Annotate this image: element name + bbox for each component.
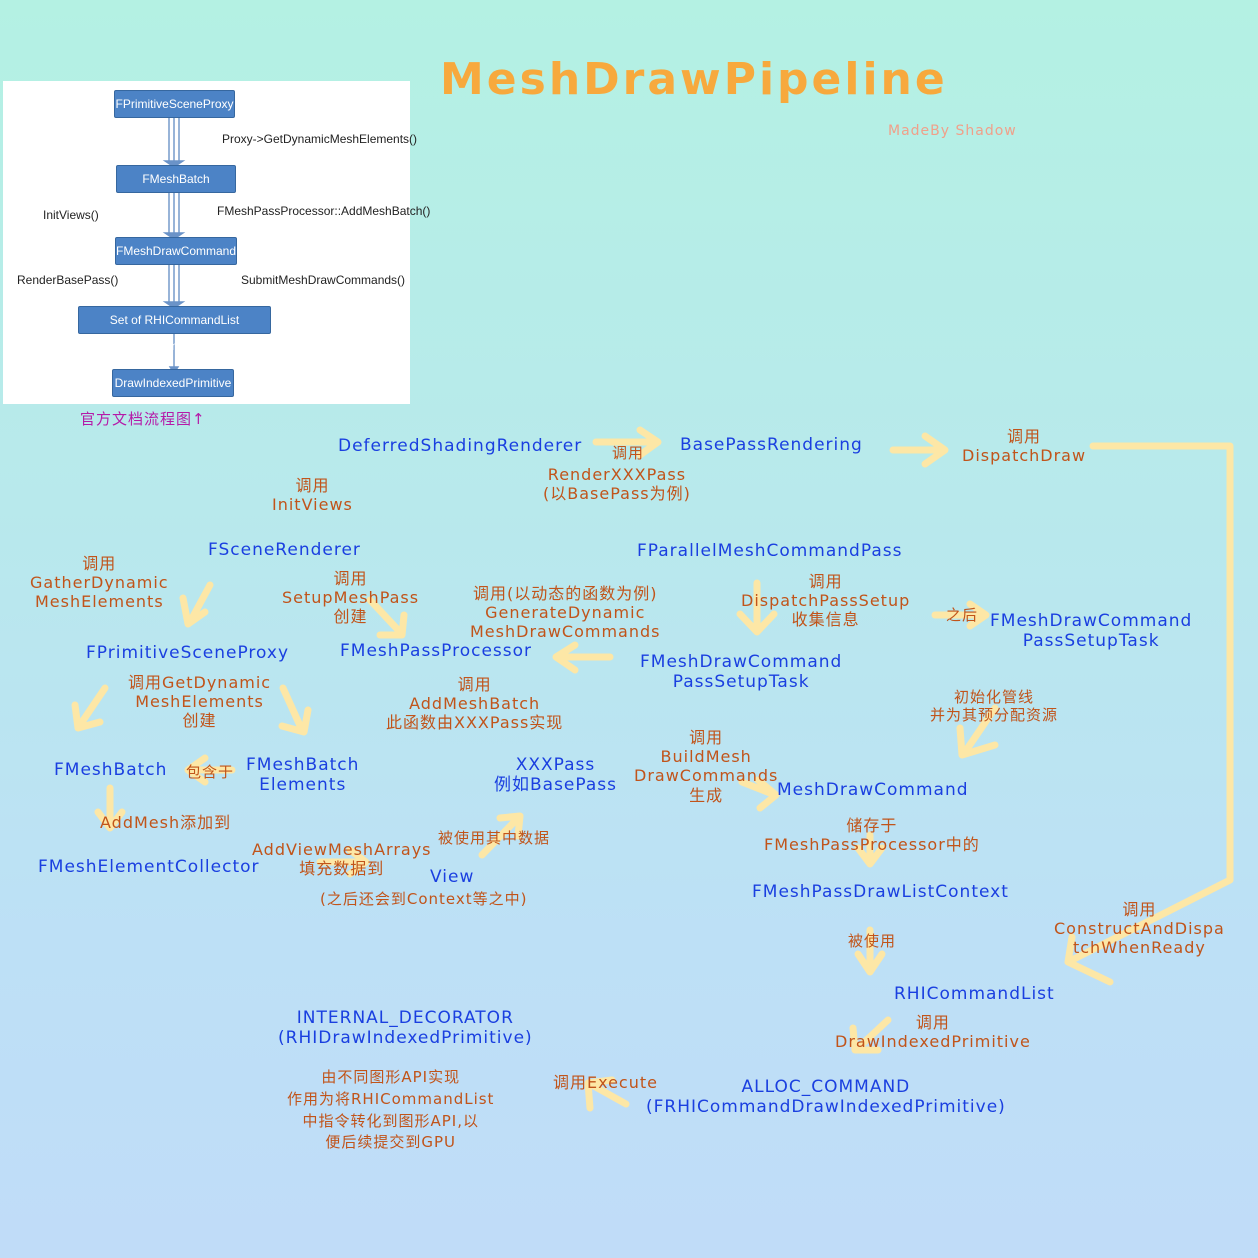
label-drawindexedprimitive: 调用 DrawIndexedPrimitive bbox=[835, 1013, 1031, 1052]
official-box-fprimitivesceneproxy: FPrimitiveSceneProxy bbox=[114, 90, 235, 118]
official-box-fmeshdrawcommand: FMeshDrawCommand bbox=[115, 237, 237, 265]
arrow-basepass-to-dispatchdraw bbox=[889, 432, 949, 468]
credit-text: MadeBy Shadow bbox=[888, 123, 1017, 139]
label-initpipeline: 初始化管线 并为其预分配资源 bbox=[930, 688, 1059, 724]
arrow-parallel-down bbox=[736, 579, 778, 636]
node-fparallelmeshcommandpass: FParallelMeshCommandPass bbox=[637, 541, 903, 561]
node-view: View bbox=[430, 867, 475, 887]
node-xxxpass: XXXPass 例如BasePass bbox=[494, 755, 618, 796]
official-caption: 官方文档流程图↑ bbox=[80, 410, 206, 428]
official-label-submit: SubmitMeshDrawCommands() bbox=[241, 273, 406, 287]
node-fprimitivesceneproxy: FPrimitiveSceneProxy bbox=[86, 643, 290, 663]
label-gatherdynamic: 调用 GatherDynamic MeshElements bbox=[30, 554, 169, 612]
official-box-drawindexedprimitive: DrawIndexedPrimitive bbox=[112, 369, 234, 397]
official-label-initviews: InitViews() bbox=[43, 208, 99, 222]
node-alloc-command: ALLOC_COMMAND (FRHICommandDrawIndexedPri… bbox=[646, 1077, 1006, 1118]
label-renderxxxpass: RenderXXXPass (以BasePass为例) bbox=[543, 465, 691, 504]
arrow-initpipe bbox=[956, 704, 999, 759]
arrow-buildmesh bbox=[738, 776, 780, 812]
arrow-deferred-to-basepass bbox=[592, 426, 662, 459]
label-dispatchdraw: 调用 DispatchDraw bbox=[962, 427, 1087, 466]
node-fmeshdrawcommandpasssetuptask: FMeshDrawCommand PassSetupTask bbox=[640, 652, 843, 693]
arrow-used-down bbox=[854, 926, 886, 976]
label-after: 之后 bbox=[946, 606, 979, 624]
label-generatedynamic: 调用(以动态的函数为例) GenerateDynamic MeshDrawCom… bbox=[470, 584, 661, 642]
label-used: 被使用 bbox=[848, 932, 897, 950]
arrow-rhicl-down bbox=[849, 1016, 892, 1054]
official-flowchart-arrows bbox=[162, 116, 186, 375]
page-title: MeshDrawPipeline bbox=[440, 54, 948, 105]
label-addviewmesharrays: AddViewMeshArrays 填充数据到 bbox=[252, 840, 432, 879]
official-label-getdynamic: Proxy->GetDynamicMeshElements() bbox=[222, 132, 418, 146]
official-box-fmeshbatch: FMeshBatch bbox=[116, 165, 236, 193]
node-fmeshdrawcommandpasssetuptask-after: FMeshDrawCommand PassSetupTask bbox=[990, 611, 1193, 652]
label-addmeshbatch: 调用 AddMeshBatch 此函数由XXXPass实现 bbox=[386, 675, 564, 733]
label-contains: 包含于 bbox=[186, 763, 235, 781]
node-fmeshpassprocessor: FMeshPassProcessor bbox=[340, 641, 533, 661]
arrow-getdyn-left bbox=[71, 684, 109, 732]
arrow-dispatchdraw-to-construct bbox=[1064, 442, 1234, 986]
label-used-data: 被使用其中数据 bbox=[438, 829, 551, 847]
label-call: 调用 bbox=[612, 444, 645, 462]
arrow-execute bbox=[584, 1076, 630, 1112]
node-fmeshelementcollector: FMeshElementCollector bbox=[38, 857, 260, 877]
label-constructanddispatch: 调用 ConstructAndDispa tchWhenReady bbox=[1054, 900, 1225, 958]
arrow-fmeshbatch-down bbox=[94, 784, 126, 832]
node-fmeshbatchelements: FMeshBatch Elements bbox=[246, 755, 360, 796]
arrow-stored-down bbox=[854, 831, 886, 868]
arrow-addview bbox=[316, 846, 370, 878]
arrow-gather bbox=[179, 581, 214, 628]
official-label-renderbasepass: RenderBasePass() bbox=[17, 273, 119, 287]
label-implementation-note: 由不同图形API实现 作用为将RHICommandList 中指令转化到图形AP… bbox=[287, 1068, 495, 1152]
arrow-setupmp bbox=[366, 596, 408, 639]
label-dispatchpasssetup: 调用 DispatchPassSetup 收集信息 bbox=[741, 572, 911, 630]
label-getdynamicmeshelements: 调用GetDynamic MeshElements 创建 bbox=[128, 673, 272, 731]
label-buildmesh: 调用 BuildMesh DrawCommands 生成 bbox=[634, 728, 779, 805]
node-fmeshpassdrawlistcontext: FMeshPassDrawListContext bbox=[752, 882, 1009, 902]
node-internal-decorator: INTERNAL_DECORATOR (RHIDrawIndexedPrimit… bbox=[278, 1008, 533, 1049]
label-addmesh: AddMesh添加到 bbox=[100, 813, 232, 832]
official-label-addmeshbatch: FMeshPassProcessor::AddMeshBatch() bbox=[217, 204, 431, 218]
arrow-contains bbox=[184, 754, 236, 786]
official-flowchart: FPrimitiveSceneProxy FMeshBatch FMeshDra… bbox=[3, 81, 430, 404]
label-setupmeshpass: 调用 SetupMeshPass 创建 bbox=[282, 569, 420, 627]
arrow-used-data bbox=[478, 812, 524, 859]
label-context-note: (之后还会到Context等之中) bbox=[320, 890, 528, 908]
label-stored: 储存于 FMeshPassProcessor中的 bbox=[764, 816, 980, 855]
node-meshdrawcommand: MeshDrawCommand bbox=[777, 780, 969, 800]
label-execute: 调用Execute bbox=[553, 1073, 658, 1092]
arrow-gendyn-left bbox=[552, 641, 614, 674]
node-rhicommandlist: RHICommandList bbox=[894, 984, 1055, 1004]
arrow-getdyn-right bbox=[278, 684, 312, 736]
node-basepassrendering: BasePassRendering bbox=[680, 435, 863, 455]
arrow-after bbox=[931, 600, 990, 630]
official-box-rhicommandlist: Set of RHICommandList commands bbox=[78, 306, 271, 353]
node-fmeshbatch: FMeshBatch bbox=[54, 760, 168, 780]
node-fscenerenderer: FSceneRenderer bbox=[208, 540, 361, 560]
label-initviews: 调用 InitViews bbox=[272, 476, 353, 515]
node-deferredshadingrenderer: DeferredShadingRenderer bbox=[338, 436, 583, 456]
